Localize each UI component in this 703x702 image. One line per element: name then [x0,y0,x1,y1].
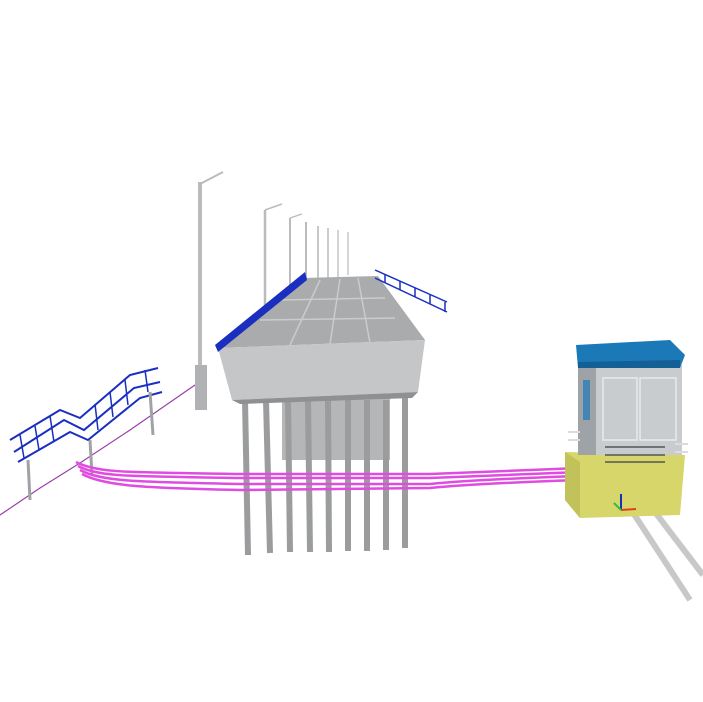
substation [565,340,688,518]
street-lamps [195,171,349,410]
bridge-deck-top [218,276,425,348]
deck-markings [259,277,396,346]
axis-gizmo-icon [613,494,637,511]
cable-bundle [75,460,581,492]
bridge-deck-side [218,340,425,400]
pedestrian-stairs [9,367,163,501]
left-railing [215,272,307,352]
right-railing [374,269,448,313]
pier-cap [282,398,390,460]
deck-underside [232,392,418,404]
